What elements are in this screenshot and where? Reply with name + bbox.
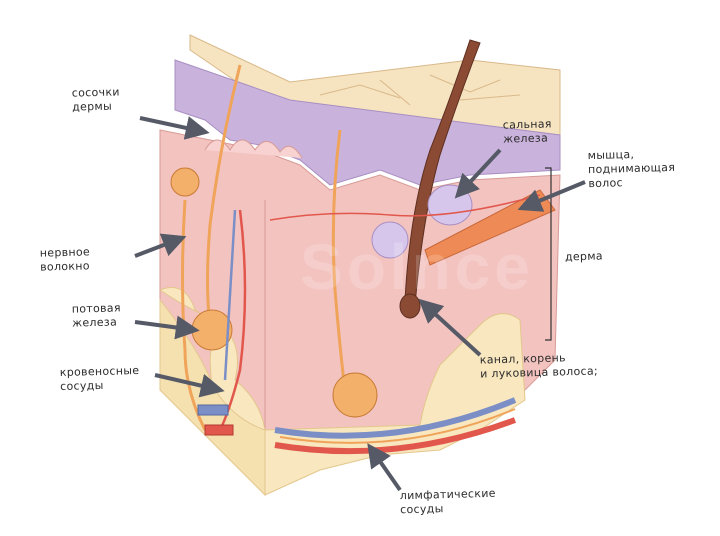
vessel-cut-red — [204, 424, 234, 436]
sebaceous-gland-shape — [427, 184, 473, 226]
arrow-sebaceous — [454, 148, 502, 199]
label-nerve-fibre: нервное волокно — [39, 245, 91, 274]
deep-vein — [274, 397, 517, 439]
label-blood-vessels: кровеносные сосуды — [59, 363, 140, 394]
epidermis-surface-cracks — [319, 74, 521, 106]
label-sweat-gland: потовая железа — [71, 301, 121, 330]
dermis-bracket — [545, 167, 552, 341]
arrow-papillae — [139, 116, 210, 140]
watermark: Solnce — [300, 231, 534, 303]
label-lymph-vessels: лимфатические сосуды — [399, 486, 496, 517]
vein — [223, 209, 237, 381]
arrow-sweat — [134, 315, 200, 340]
sweat-gland-coil-center — [332, 372, 378, 418]
vessel-cut-blue — [197, 404, 229, 416]
label-papillae: сосочки дермы — [71, 85, 120, 114]
sebaceous-gland-lobe — [371, 221, 409, 259]
label-dermis: дерма — [564, 249, 604, 264]
label-arrector-muscle: мышца, поднимающая волос — [587, 147, 676, 191]
label-hair-follicle: канал, корень и луковица волоса; — [479, 351, 599, 381]
superficial-plexus — [269, 194, 541, 221]
arrow-follicle — [418, 298, 482, 357]
deep-artery — [274, 417, 517, 455]
nerve-end-coil — [170, 167, 200, 197]
arrow-vessels — [154, 373, 225, 398]
sweat-duct — [206, 64, 242, 326]
lymph-vessel — [279, 408, 516, 444]
arrow-lymph — [367, 443, 402, 492]
arrow-muscle — [517, 180, 586, 212]
nerve-fibre-central — [331, 129, 347, 391]
label-sebaceous-gland: сальная железа — [502, 117, 552, 146]
arrow-nerve — [134, 233, 187, 258]
